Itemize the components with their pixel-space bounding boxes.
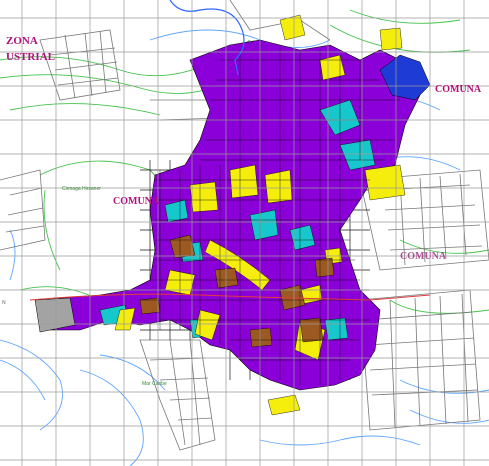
mar-caribe-label: Mar Caribe — [142, 381, 167, 387]
residential-zone — [39, 39, 421, 391]
industrial-label: USTRIAL — [6, 51, 55, 63]
grey-zone — [34, 297, 76, 333]
zona-label: ZONA — [6, 35, 38, 47]
margin-mark: N — [2, 300, 6, 306]
comuna-right-label: COMUNA — [400, 251, 447, 262]
cienaga-label: Cienaga Hirsaner — [62, 186, 101, 192]
comuna-center-label: COMUNA — [113, 196, 160, 207]
arterial-road — [29, 293, 431, 301]
river — [169, 0, 245, 76]
comuna-east-label: COMUNA — [435, 84, 482, 95]
commercial-zones — [114, 14, 406, 416]
